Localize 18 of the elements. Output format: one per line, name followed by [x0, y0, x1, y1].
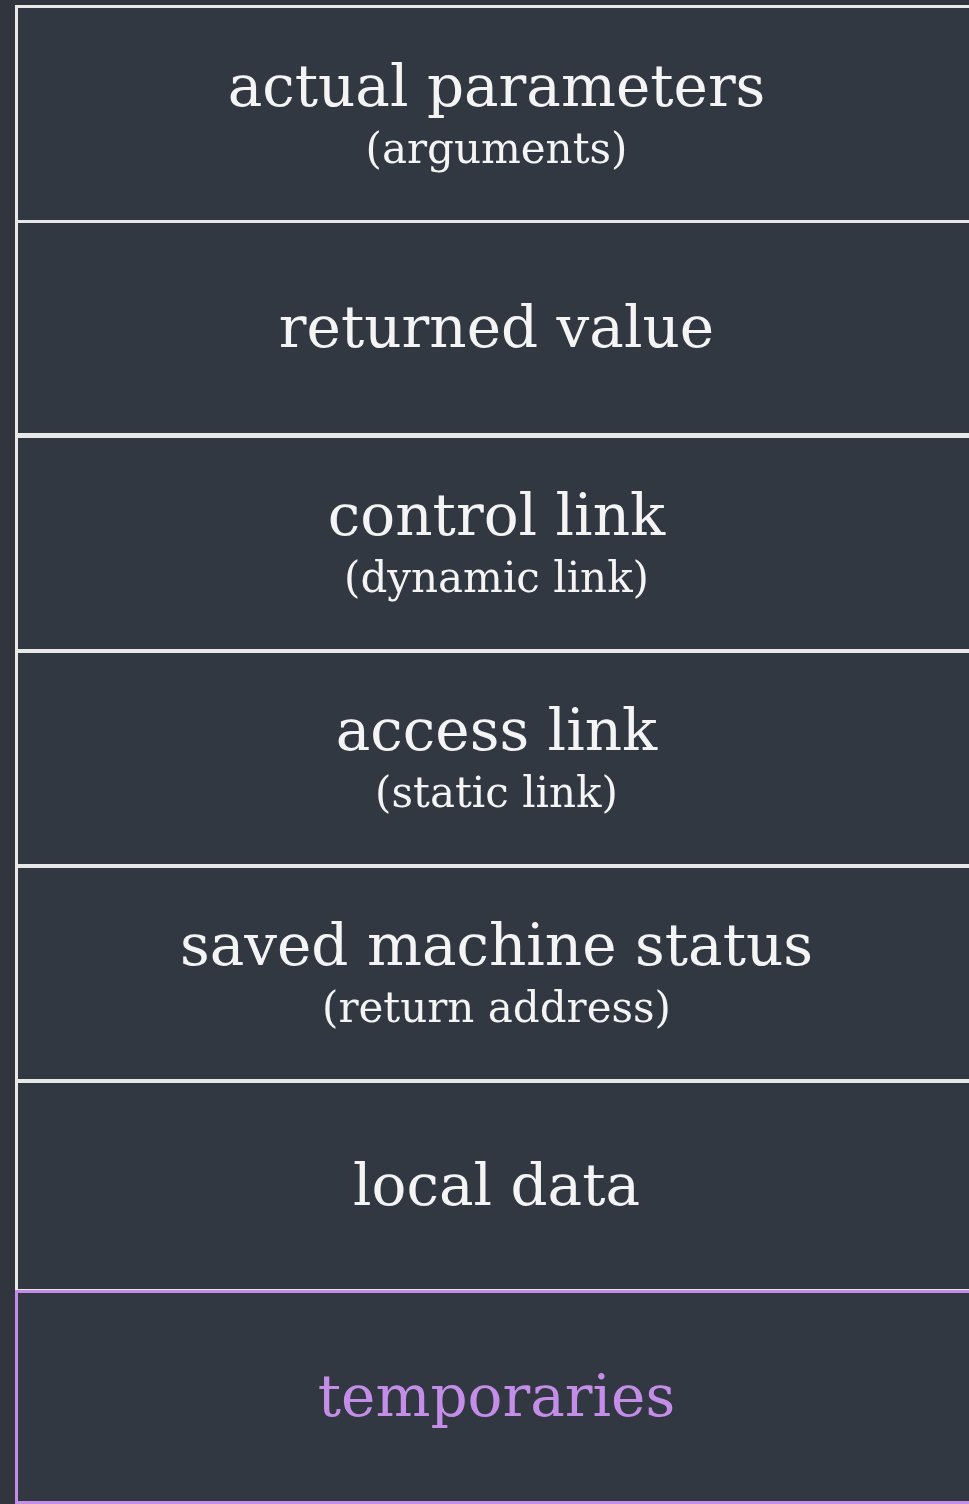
record-field-box: [15, 1080, 969, 1292]
record-field-box: [15, 5, 969, 223]
field-label: temporaries: [317, 1362, 676, 1432]
field-label: access link: [335, 696, 658, 766]
record-field-box: [15, 865, 969, 1082]
field-label: actual parameters: [227, 51, 766, 122]
field-note: (static link): [375, 767, 618, 819]
field-label: returned value: [278, 293, 715, 363]
field-label: local data: [352, 1151, 641, 1221]
field-note: (arguments): [365, 122, 628, 175]
field-note: (dynamic link): [344, 552, 649, 604]
record-field-box: [15, 435, 969, 652]
field-label: saved machine status: [179, 911, 814, 981]
record-field-box: [15, 650, 969, 867]
field-label: control link: [327, 481, 666, 551]
record-field-box: [15, 220, 969, 436]
field-note: (return address): [322, 982, 671, 1034]
record-field-box: [15, 1290, 969, 1504]
